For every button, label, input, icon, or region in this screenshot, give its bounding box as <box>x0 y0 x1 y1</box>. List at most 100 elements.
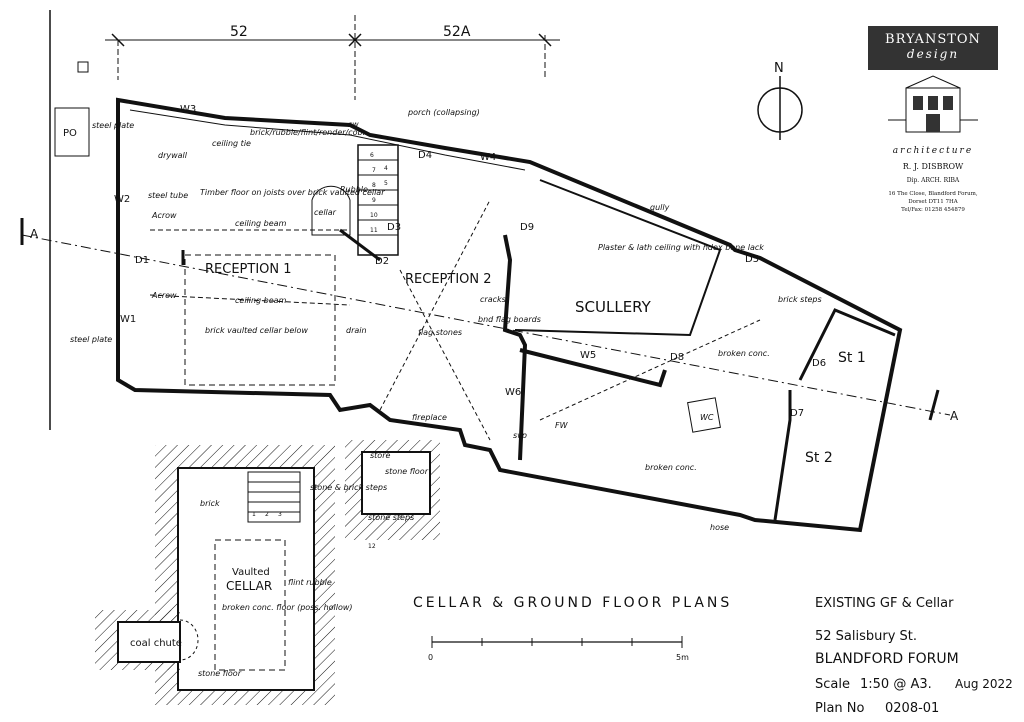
wall-st2 <box>773 390 792 521</box>
cellar-below-outline <box>184 254 336 386</box>
cellar-steps <box>247 471 301 523</box>
logo-name-sub: design <box>906 47 960 61</box>
step-2: 2 <box>265 511 269 518</box>
grid-tick-right <box>538 33 552 47</box>
note-steel-tube: steel tube <box>148 191 188 200</box>
stair-ground <box>311 144 399 256</box>
note-porch: porch (collapsing) <box>407 108 480 117</box>
logo-band: BRYANSTON design <box>868 26 998 70</box>
note-cellar: cellar <box>314 208 337 217</box>
logo-qualification: Dip. ARCH. RIBA <box>906 177 960 184</box>
grid-label-left: 52 <box>230 24 248 40</box>
beam-line-2 <box>149 294 351 306</box>
logo-address1: 16 The Close, Blandford Forum, <box>888 191 978 197</box>
cellar-outline <box>177 467 315 691</box>
wc-fixture <box>687 397 721 433</box>
cellar-inner-dash <box>214 539 286 671</box>
step-11: 11 <box>370 227 378 234</box>
coal-chute <box>117 621 181 663</box>
window-w1: W1 <box>120 314 136 325</box>
room-st1: St 1 <box>838 350 866 366</box>
note-svp: svp <box>513 431 527 440</box>
coal-chute-arc <box>179 619 199 661</box>
section-line <box>21 234 951 416</box>
diag-line-3 <box>539 319 761 421</box>
room-cellar: CELLAR <box>226 579 272 593</box>
window-w3: W3 <box>180 104 196 115</box>
diag-line-1 <box>379 199 491 411</box>
plan-label: Plan No <box>815 701 865 716</box>
note-sw: sw <box>348 120 359 129</box>
drawing-date: Aug 2022 <box>955 677 1013 691</box>
step-12: 12 <box>368 543 376 550</box>
logo-address2: Dorset DT11 7HA <box>908 199 958 205</box>
room-cellar-prefix: Vaulted <box>232 567 270 578</box>
note-ceiling-beam-1: ceiling beam <box>235 219 287 228</box>
door-d1: D1 <box>135 255 149 266</box>
note-stone-steps: stone steps <box>368 513 414 522</box>
note-flag-stones: flag stones <box>418 328 462 337</box>
note-broken-conc-floor: broken conc. floor (poss. hollow) <box>222 603 353 612</box>
note-stone-brick-steps: stone & brick steps <box>310 483 387 492</box>
note-steel-plate-1: steel plate <box>92 121 134 130</box>
door-d9: D9 <box>520 222 534 233</box>
note-brick-vaulted: brick vaulted cellar below <box>205 326 308 335</box>
practice-logo: BRYANSTON design architecture R. J. DISB… <box>868 26 998 226</box>
po-label: PO <box>63 128 77 139</box>
step-3: 3 <box>278 511 282 518</box>
note-brick-steps: brick steps <box>778 295 822 304</box>
section-label-left: A <box>30 227 39 241</box>
note-broken-conc-2: broken conc. <box>645 463 697 472</box>
room-reception1: RECEPTION 1 <box>205 262 292 277</box>
wall-scullery-west <box>502 234 528 461</box>
note-steel-plate-2: steel plate <box>70 335 112 344</box>
wall-scullery-box <box>514 179 722 337</box>
door-d5: D5 <box>745 254 759 265</box>
grid-tick-left <box>111 33 125 47</box>
note-stone-floor-2: stone floor <box>198 669 242 678</box>
window-w4: W4 <box>480 152 496 163</box>
note-gully: gully <box>650 203 670 212</box>
wall-st1 <box>798 308 896 381</box>
step-6: 6 <box>370 152 374 159</box>
address-line2: BLANDFORD FORUM <box>815 651 959 667</box>
step-1: 1 <box>252 511 256 518</box>
note-cracks: cracks <box>480 295 506 304</box>
note-fw: FW <box>555 421 569 430</box>
step-7: 7 <box>372 167 376 174</box>
address-line1: 52 Salisbury St. <box>815 629 917 644</box>
step-10: 10 <box>370 212 378 219</box>
door-d2: D2 <box>375 256 389 267</box>
note-acrow-1: Acrow <box>151 211 177 220</box>
drawing-subtitle: EXISTING GF & Cellar <box>815 596 954 611</box>
wall-scullery-south <box>519 348 667 388</box>
note-broken-conc-1: broken conc. <box>718 349 770 358</box>
section-label-right: A <box>950 409 959 423</box>
note-drain: drain <box>346 326 367 335</box>
logo-person: R. J. DISBROW <box>902 162 964 171</box>
note-wc: WC <box>700 413 714 422</box>
inner-wall-line <box>129 109 526 171</box>
note-timber-floor: Timber floor on joists over brick vaulte… <box>200 188 385 197</box>
logo-name: BRYANSTON <box>885 32 981 47</box>
note-flint-rubble: flint rubble <box>288 578 332 587</box>
door-d6: D6 <box>812 358 826 369</box>
step-9: 9 <box>372 197 376 204</box>
room-scullery: SCULLERY <box>575 298 652 316</box>
logo-tagline: architecture <box>892 146 974 156</box>
note-brick: brick <box>200 499 220 508</box>
note-coal-chute: coal chute <box>130 638 182 649</box>
door-d7: D7 <box>790 408 804 419</box>
step-8: 8 <box>372 182 376 189</box>
grid-tick-mid-b <box>348 33 362 47</box>
room-reception2: RECEPTION 2 <box>405 272 492 287</box>
note-bnd-flag: bnd flag boards <box>478 315 541 324</box>
grid-label-right: 52A <box>443 24 471 40</box>
door-d3: D3 <box>387 222 401 233</box>
section-mark-right <box>928 389 940 421</box>
building-outline <box>116 97 903 533</box>
note-rubble: Rubble <box>340 185 368 194</box>
note-plaster-lath: Plaster & lath ceiling with hdex bone la… <box>598 243 764 252</box>
window-w5: W5 <box>580 350 596 361</box>
